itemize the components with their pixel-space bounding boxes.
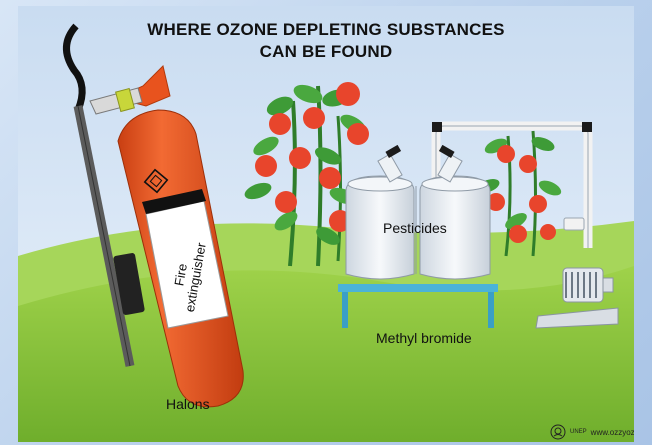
credit: UNEP www.ozzyozone.org [550, 424, 634, 440]
tomato-plant-right [476, 130, 562, 257]
illustration-panel: WHERE OZONE DEPLETING SUBSTANCES CAN BE … [18, 6, 634, 442]
pesticide-tanks [345, 144, 491, 280]
sprinkler-pipe [431, 121, 593, 248]
ozone-illustration [18, 6, 634, 442]
credit-org: UNEP [570, 429, 587, 435]
spray-gun [535, 267, 619, 329]
halons-label: Halons [166, 396, 210, 412]
credit-website[interactable]: www.ozzyozone.org [590, 427, 634, 437]
title-line-2: CAN BE FOUND [259, 42, 393, 61]
unep-logo-icon [550, 424, 566, 440]
pesticides-label: Pesticides [383, 220, 447, 236]
front-hill [18, 266, 634, 442]
tomato-plant-left [244, 82, 369, 267]
hazard-diamond-icon [143, 168, 169, 194]
methyl-bromide-label: Methyl bromide [376, 330, 472, 346]
blue-table [338, 284, 498, 328]
fire-extinguisher [63, 23, 244, 408]
title-line-1: WHERE OZONE DEPLETING SUBSTANCES [147, 20, 505, 39]
